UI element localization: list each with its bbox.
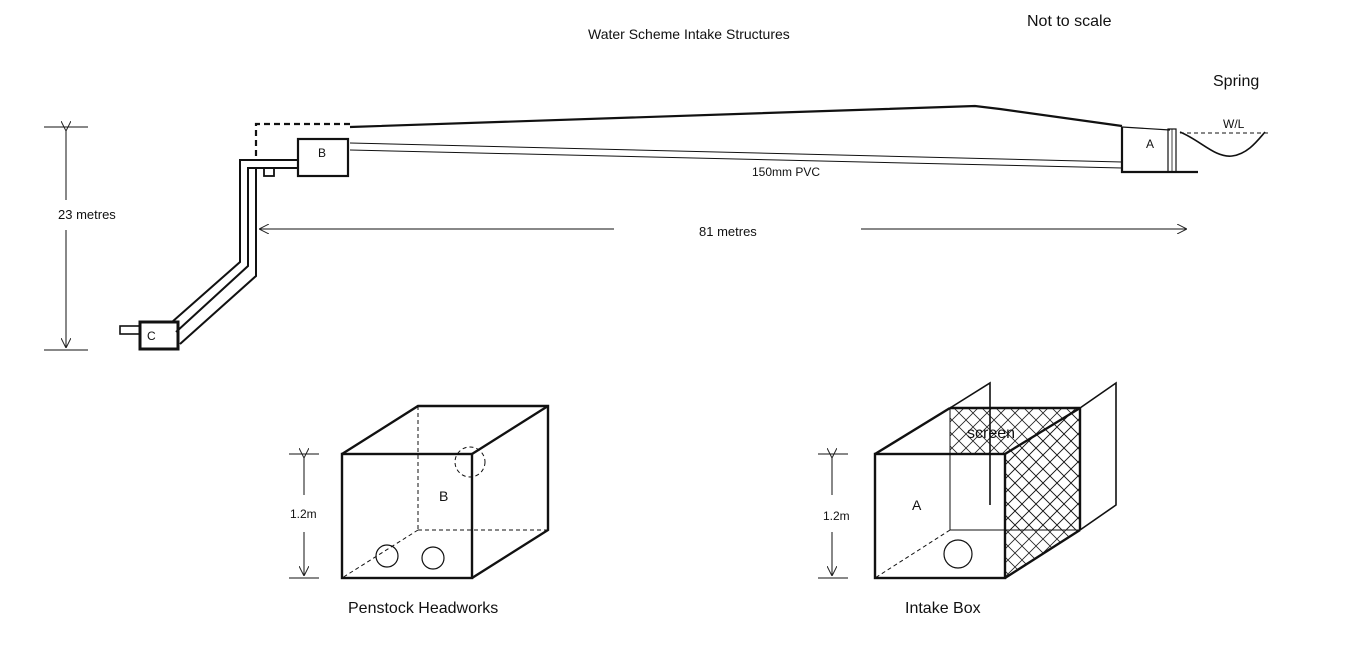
penstock-pipe [171, 159, 298, 345]
intake-height-label: 1.2m [823, 509, 850, 523]
node-b-label: B [318, 146, 326, 160]
intake-height-dimension [818, 454, 848, 579]
penstock-box-profile [254, 122, 350, 178]
penstock-height-label: 1.2m [290, 507, 317, 521]
diagram-title: Water Scheme Intake Structures [588, 26, 790, 42]
penstock-caption: Penstock Headworks [348, 600, 498, 617]
turbine-box [119, 320, 180, 351]
pvc-pipe [349, 142, 1123, 169]
spring-label: Spring [1213, 73, 1259, 90]
distance-label: 81 metres [699, 224, 757, 239]
water-level-label: W/L [1223, 117, 1245, 131]
ground-line [349, 104, 1123, 129]
penstock-headworks-box [340, 404, 550, 580]
intake-box-profile [1120, 126, 1198, 174]
screen-label: screen [967, 425, 1015, 442]
scale-note: Not to scale [1027, 13, 1112, 30]
node-a-label: A [1146, 137, 1154, 151]
node-c-label: C [147, 329, 156, 343]
intake-box-3d [873, 381, 1117, 580]
intake-box-label: A [912, 497, 922, 513]
pipe-label: 150mm PVC [752, 165, 820, 179]
height-dimension [44, 127, 88, 351]
penstock-height-dimension [289, 454, 319, 579]
intake-caption: Intake Box [905, 600, 981, 617]
height-label: 23 metres [58, 207, 116, 222]
penstock-box-label: B [439, 488, 448, 504]
spring-water [1179, 131, 1268, 157]
